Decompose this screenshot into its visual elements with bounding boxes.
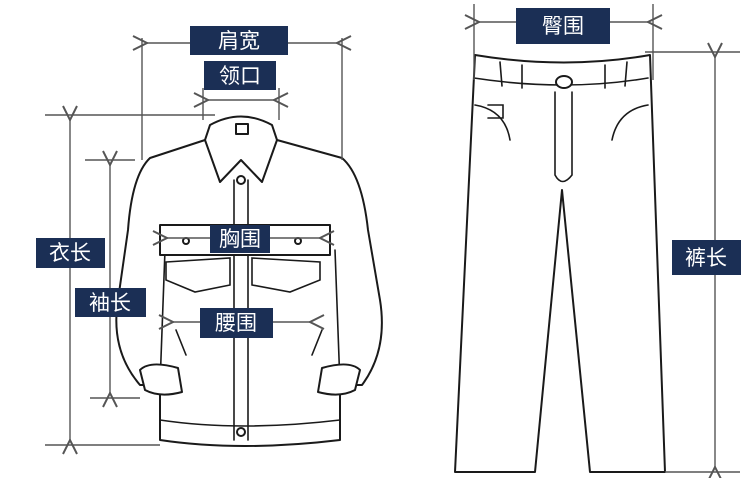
hip-text: 臀围 xyxy=(542,14,584,38)
collar-text: 领口 xyxy=(219,64,261,88)
label-waist: 腰围 xyxy=(200,308,273,338)
sleeve-length-text: 袖长 xyxy=(89,291,131,315)
chest-text: 胸围 xyxy=(219,227,261,251)
jacket-illustration xyxy=(115,115,383,447)
pants-length-text: 裤长 xyxy=(685,246,727,270)
label-chest: 胸围 xyxy=(210,225,270,253)
label-collar: 领口 xyxy=(204,61,276,90)
shoulder-width-text: 肩宽 xyxy=(218,29,260,53)
pants-illustration xyxy=(454,54,666,473)
waist-text: 腰围 xyxy=(215,311,257,335)
label-pants-length: 裤长 xyxy=(672,240,741,275)
label-jacket-length: 衣长 xyxy=(36,238,105,268)
label-shoulder-width: 肩宽 xyxy=(190,26,288,55)
label-hip: 臀围 xyxy=(516,8,610,44)
jacket-length-text: 衣长 xyxy=(49,241,91,265)
label-sleeve-length: 袖长 xyxy=(75,288,146,317)
